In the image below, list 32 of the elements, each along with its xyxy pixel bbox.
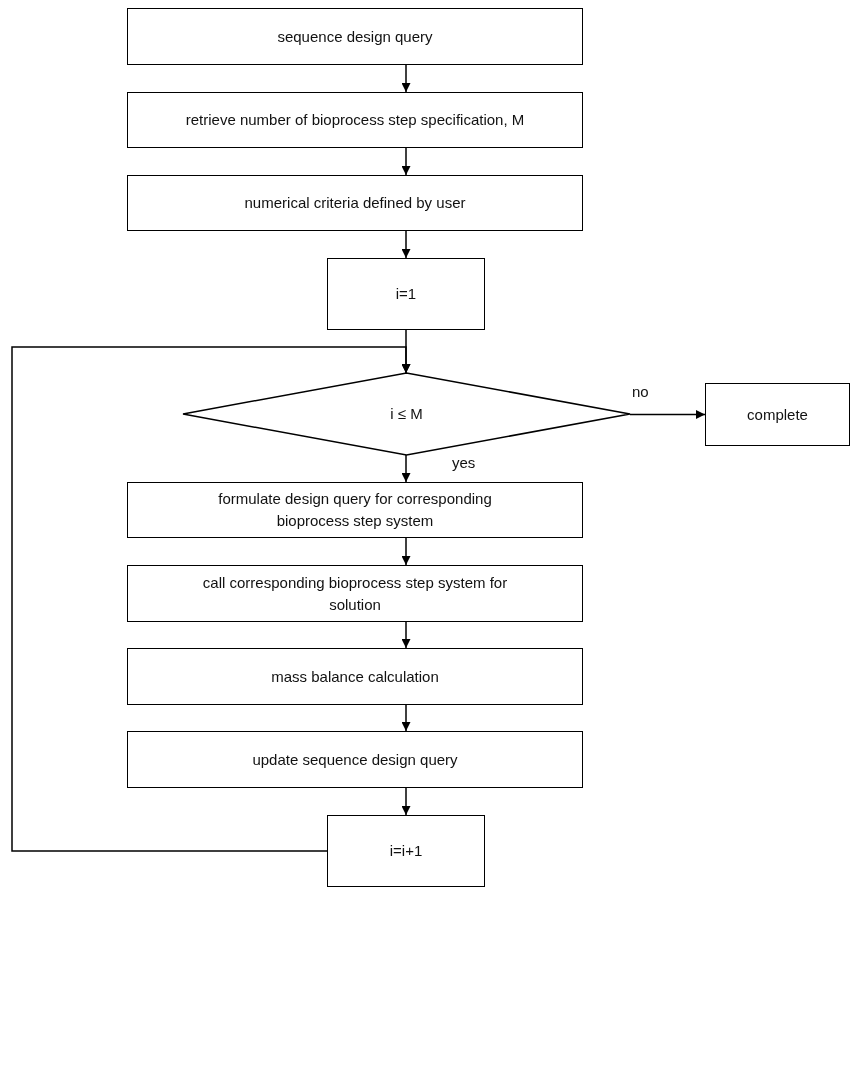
arrow — [401, 621, 411, 649]
arrow — [401, 64, 411, 93]
process-box — [127, 648, 583, 705]
node-text: sequence design query — [277, 26, 433, 47]
arrow — [401, 537, 411, 566]
arrow — [401, 147, 411, 176]
node-text: numerical criteria defined by user — [244, 193, 466, 214]
node-text: update sequence design query — [252, 749, 458, 770]
node-text: formulate design query for corresponding bioprocess step system — [217, 489, 493, 531]
process-box — [127, 92, 583, 148]
process-box — [127, 565, 583, 622]
process-box — [705, 383, 850, 446]
node-text: i=1 — [395, 284, 417, 305]
node-text: mass balance calculation — [271, 666, 439, 687]
arrow — [401, 787, 411, 816]
arrow — [11, 346, 411, 852]
process-box — [327, 815, 485, 887]
arrow — [401, 230, 411, 259]
process-box — [127, 8, 583, 65]
arrow — [629, 410, 706, 419]
process-box — [327, 258, 485, 330]
node-text: call corresponding bioprocess step system for solution — [201, 572, 509, 615]
node-text: i=i+1 — [389, 841, 423, 862]
node-text: complete — [747, 404, 808, 425]
node-text: i ≤ M — [390, 404, 423, 425]
arrow — [401, 704, 411, 732]
process-box — [127, 482, 583, 538]
decision-diamond — [183, 373, 630, 455]
process-box — [127, 731, 583, 788]
process-box — [127, 175, 583, 231]
node-text: retrieve number of bioprocess step specification, M — [185, 110, 525, 131]
arrow — [401, 454, 411, 483]
